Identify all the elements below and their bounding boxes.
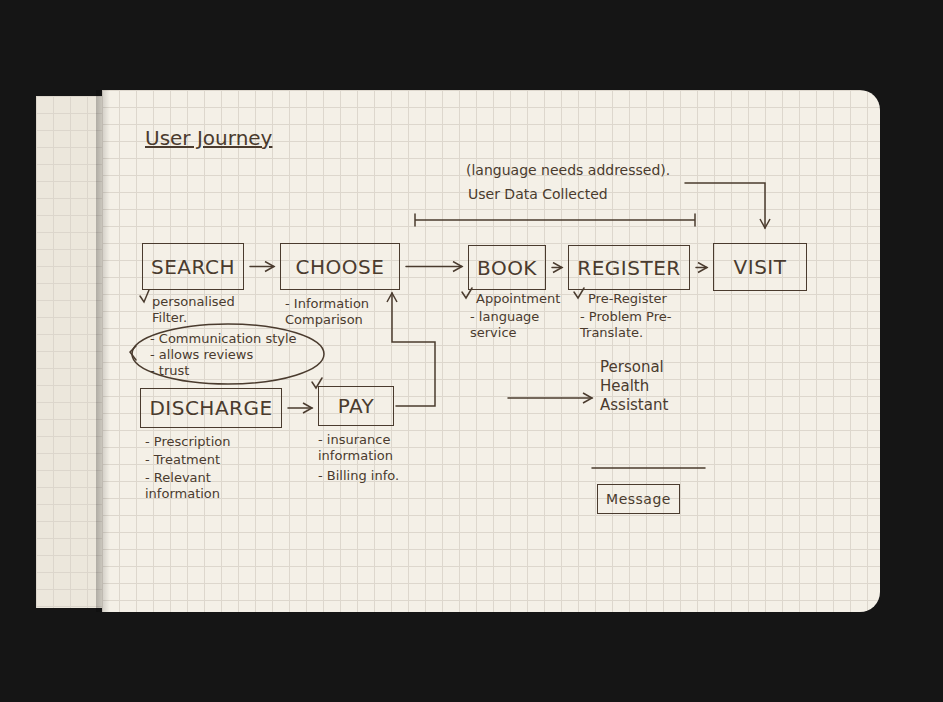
flow-arrow (696, 267, 707, 269)
process-box: DISCHARGE (140, 388, 282, 428)
process-box: PAY (318, 386, 394, 426)
note-text: - trust (150, 363, 189, 379)
process-box: Message (597, 484, 680, 514)
note-text: Appointment (476, 291, 560, 307)
flow-arrow (406, 266, 462, 268)
note-text: personalised Filter. (152, 294, 244, 327)
note-text: - insurance information (318, 432, 422, 465)
leader-arrow (508, 397, 592, 399)
leader-arrow (685, 183, 765, 228)
process-box: BOOK (468, 245, 546, 290)
note-text: User Data Collected (468, 186, 608, 204)
check-mark (140, 290, 149, 302)
flow-arrow (250, 266, 274, 268)
process-box: SEARCH (142, 243, 244, 290)
process-box: VISIT (713, 243, 807, 291)
note-text: - Information Comparison (285, 296, 385, 329)
flow-arrow (392, 293, 435, 406)
note-text: - Relevant information (145, 470, 249, 503)
note-text: - allows reviews (150, 347, 253, 363)
divider-line (592, 467, 705, 469)
note-text: Personal Health Assistant (600, 358, 688, 414)
box-label: CHOOSE (296, 255, 385, 279)
flow-arrow (552, 267, 562, 269)
box-label: VISIT (734, 255, 787, 279)
process-box: REGISTER (568, 245, 690, 290)
box-label: PAY (338, 394, 375, 418)
note-text: - Treatment (145, 452, 220, 468)
note-text: (language needs addressed). (466, 162, 670, 180)
brace-mark (130, 346, 136, 360)
note-text: - language service (470, 309, 552, 342)
note-text: - Prescription (145, 434, 231, 450)
note-text: - Communication style (150, 331, 297, 347)
bracket-line (415, 214, 695, 226)
process-box: CHOOSE (280, 243, 400, 290)
box-label: Message (606, 491, 671, 507)
notebook-spine (96, 90, 110, 612)
box-label: REGISTER (577, 256, 680, 280)
flow-arrow (288, 407, 312, 409)
circle-sketch (132, 324, 324, 384)
note-text: - Problem Pre-Translate. (580, 309, 690, 342)
note-text: - Billing info. (318, 468, 399, 484)
box-label: DISCHARGE (149, 396, 272, 420)
note-text: Pre-Register (588, 291, 667, 307)
diagram-title: User Journey (145, 126, 272, 150)
notebook-left-page (36, 96, 102, 608)
box-label: BOOK (477, 256, 537, 280)
box-label: SEARCH (151, 255, 235, 279)
